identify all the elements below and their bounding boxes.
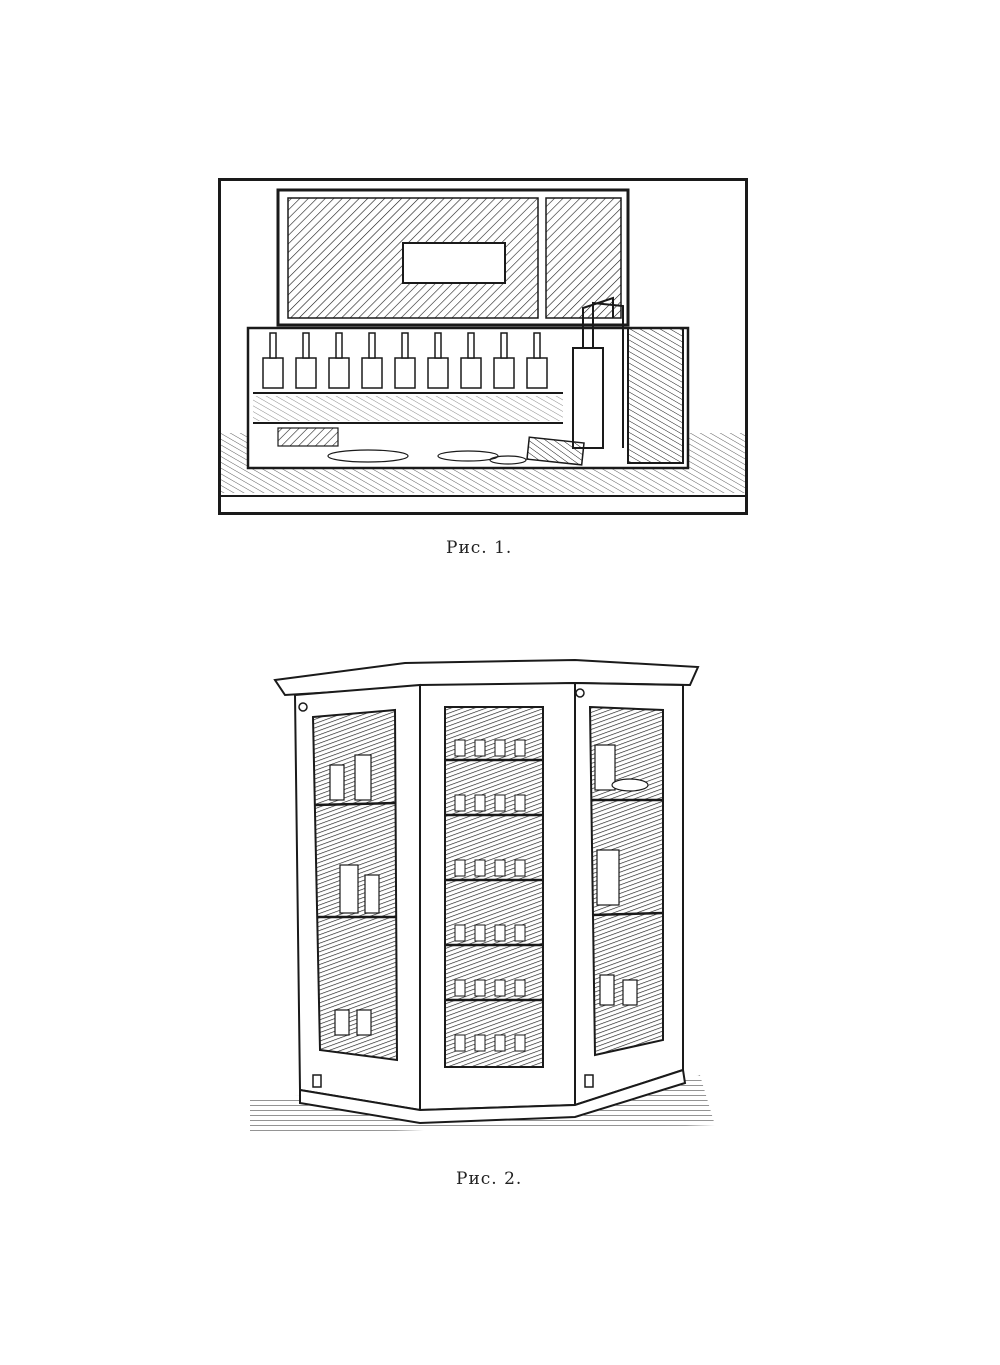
- chemistry-kit-box-icon: [218, 178, 748, 515]
- figure-2-caption: Рис. 2.: [456, 1169, 523, 1189]
- figure-1-illustration: [218, 178, 748, 515]
- laboratory-cabinet-icon: [250, 658, 715, 1133]
- figure-1-caption: Рис. 1.: [446, 538, 513, 558]
- figure-2-illustration: [245, 655, 725, 1135]
